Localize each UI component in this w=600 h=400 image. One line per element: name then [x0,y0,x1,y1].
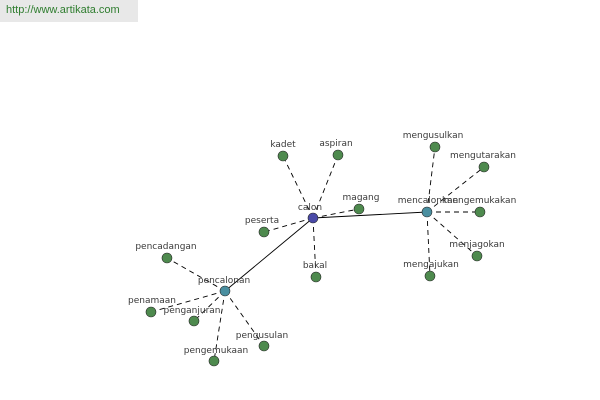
edge-pencalonan-penganjuran [193,290,226,322]
node-mencalonkan[interactable] [421,206,433,218]
node-bakal[interactable] [310,271,322,283]
edge-mencalonkan-mengajukan [426,211,431,277]
node-label-calon: calon [298,203,322,213]
node-pencalonan[interactable] [219,285,231,297]
url-bar: http://www.artikata.com [0,0,138,22]
node-penganjuran[interactable] [188,315,200,327]
node-label-pencadangan: pencadangan [135,242,196,252]
node-label-mengutarakan: mengutarakan [450,151,516,161]
edges-layer [150,146,485,362]
node-label-mengajukan: mengajukan [403,260,459,270]
node-label-kadet: kadet [270,140,296,150]
node-label-pencalonan: pencalonan [198,276,250,286]
edge-mencalonkan-mengutarakan [426,166,485,213]
edge-pencalonan-pencadangan [166,257,226,292]
node-calon[interactable] [307,212,319,224]
node-label-mencalonkan: mencalonkan [398,196,458,206]
node-label-peserta: peserta [245,216,279,226]
node-kadet[interactable] [277,150,289,162]
edge-calon-aspiran [312,154,339,219]
edge-calon-kadet [282,155,314,219]
node-penamaan[interactable] [145,306,157,318]
nodes-layer [145,141,490,367]
node-label-penganjuran: penganjuran [163,306,220,316]
edge-pencalonan-penamaan [150,290,226,313]
edge-calon-magang [312,208,360,219]
node-label-aspiran: aspiran [319,139,352,149]
node-pencadangan[interactable] [161,252,173,264]
edge-mencalonkan-menjagokan [426,211,478,257]
node-mengajukan[interactable] [424,270,436,282]
node-label-penamaan: penamaan [128,296,176,306]
edge-mencalonkan-mengusulkan [426,146,436,213]
node-label-menjagokan: menjagokan [449,240,505,250]
edge-calon-pencalonan [224,217,314,292]
edge-pencalonan-pengemukaan [213,290,226,362]
node-aspiran[interactable] [332,149,344,161]
node-label-mengemukakan: mengemukakan [444,196,517,206]
node-label-bakal: bakal [303,261,327,271]
node-peserta[interactable] [258,226,270,238]
source-url[interactable]: http://www.artikata.com [6,4,120,16]
node-pengusulan[interactable] [258,340,270,352]
edge-calon-mencalonkan [312,211,428,219]
node-mengusulkan[interactable] [429,141,441,153]
node-mengemukakan[interactable] [474,206,486,218]
labels-layer: calon mencalonkan pencalonan kadet aspiran ma… [128,131,516,356]
node-label-pengemukaan: pengemukaan [184,346,248,356]
edge-pencalonan-pengusulan [224,290,265,347]
node-magang[interactable] [353,203,365,215]
node-label-pengusulan: pengusulan [236,331,288,341]
node-label-magang: magang [343,193,380,203]
node-pengemukaan[interactable] [208,355,220,367]
node-mengutarakan[interactable] [478,161,490,173]
node-label-mengusulkan: mengusulkan [403,131,464,141]
edge-calon-bakal [312,217,317,278]
node-menjagokan[interactable] [471,250,483,262]
